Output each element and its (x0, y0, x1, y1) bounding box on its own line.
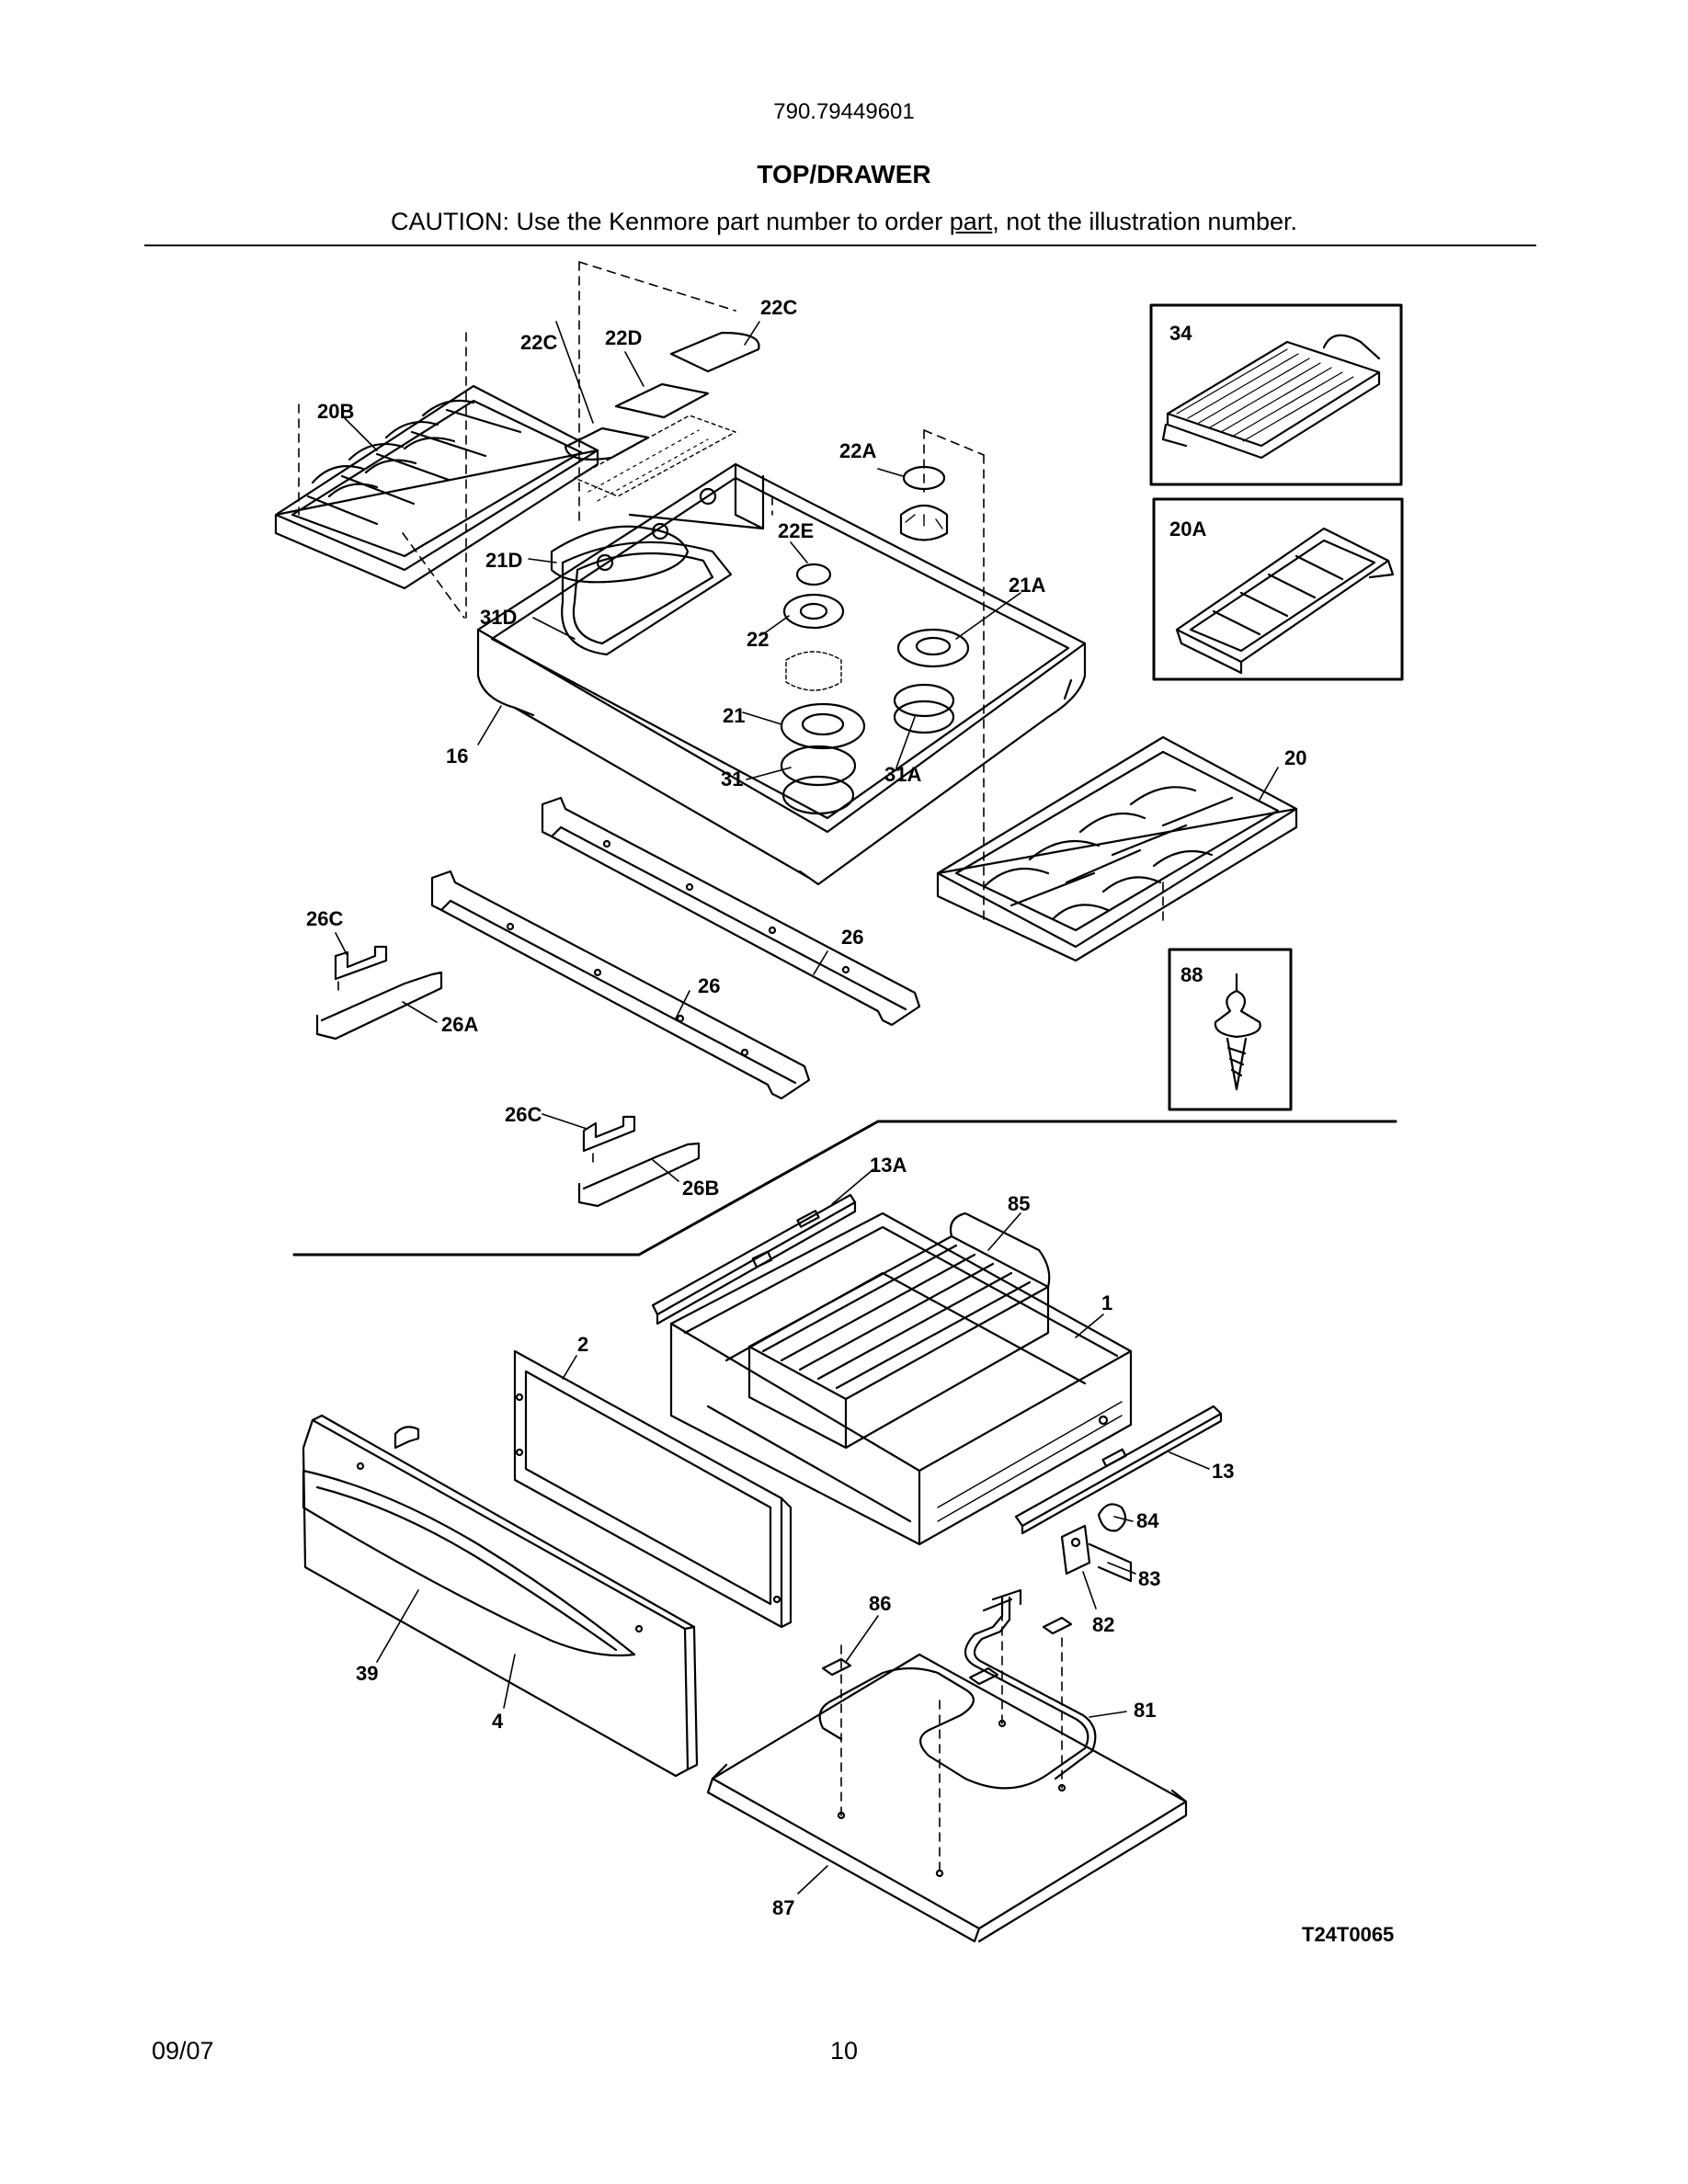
callout-81: 81 (1134, 1699, 1156, 1722)
drawer-front-4 (302, 1414, 699, 1778)
inset-box-88-bolt (1168, 948, 1293, 1111)
alignment-dashed-lines (298, 261, 1164, 1874)
callout-22c-left: 22C (520, 331, 557, 354)
inset-box-20a-grate (1152, 497, 1404, 681)
callout-84: 84 (1136, 1509, 1159, 1532)
callout-20a: 20A (1169, 518, 1206, 540)
callout-13: 13 (1212, 1460, 1234, 1483)
callout-2: 2 (577, 1333, 588, 1356)
callout-26c-bottom: 26C (505, 1103, 542, 1126)
section-divider (292, 1120, 1397, 1257)
drawer-body-1 (669, 1211, 1133, 1546)
callout-22a: 22A (839, 439, 876, 462)
slide-rail-13 (1014, 1405, 1223, 1535)
callout-13a: 13A (870, 1154, 907, 1177)
footer-page-number: 10 (829, 2037, 859, 2065)
drawer-panel-2 (513, 1349, 793, 1629)
callout-26a: 26A (441, 1013, 478, 1036)
drawing-code: T24T0065 (1302, 1923, 1394, 1946)
callout-88: 88 (1180, 963, 1203, 986)
callout-39: 39 (356, 1662, 378, 1685)
callout-86: 86 (869, 1592, 891, 1615)
grate-20 (936, 735, 1298, 962)
inset-box-34-griddle (1149, 303, 1403, 486)
model-number: 790.79449601 (773, 99, 915, 124)
rail-26-lower (430, 870, 811, 1100)
footer-date: 09/07 (152, 2037, 214, 2065)
caution-text-after: , not the illustration number. (992, 208, 1297, 235)
clips-86 (821, 1616, 1073, 1686)
callout-22e: 22E (778, 519, 814, 542)
callout-26b: 26B (682, 1177, 719, 1200)
callout-leaders (335, 321, 1279, 1894)
callout-21a: 21A (1009, 574, 1045, 597)
callout-labels: 22C 22C 22D 20B 22A 22E 21D 31D 22 21A 2… (306, 296, 1394, 1946)
callout-26-right: 26 (841, 926, 863, 949)
slide-rail-13a (651, 1193, 857, 1325)
callout-85: 85 (1008, 1192, 1030, 1215)
callout-21: 21 (723, 704, 745, 727)
callout-22d: 22D (605, 326, 642, 349)
rack-85 (747, 1211, 1051, 1450)
callout-87: 87 (772, 1896, 794, 1919)
callout-22: 22 (747, 628, 769, 651)
callout-21d: 21D (485, 549, 522, 572)
callout-31d: 31D (480, 606, 517, 629)
caution-note: CAUTION: Use the Kenmore part number to … (0, 208, 1688, 236)
callout-34: 34 (1169, 322, 1192, 345)
callout-31: 31 (721, 768, 743, 791)
element-81 (818, 1588, 1097, 1790)
bottom-panel-87 (706, 1653, 1188, 1943)
callout-4: 4 (492, 1710, 504, 1733)
callout-26c-top: 26C (306, 907, 343, 930)
caution-text-underlined: part (949, 208, 993, 235)
callout-31a: 31A (884, 763, 921, 786)
header-rule (144, 245, 1536, 246)
callout-1: 1 (1101, 1291, 1112, 1314)
bracket-26c-26a (315, 945, 443, 1041)
callout-26-left: 26 (698, 974, 720, 997)
callout-83: 83 (1138, 1567, 1160, 1590)
burner-parts (564, 331, 970, 815)
callout-22c-top: 22C (760, 296, 797, 319)
cooktop-16 (476, 462, 1087, 886)
caution-text-before: CAUTION: Use the Kenmore part number to … (391, 208, 950, 235)
callout-16: 16 (446, 745, 468, 768)
rail-26-upper (541, 796, 921, 1027)
bracket-84-83-82 (1060, 1503, 1133, 1583)
bracket-26c-26b (577, 1115, 701, 1208)
section-title: TOP/DRAWER (757, 160, 931, 188)
callout-20: 20 (1284, 746, 1306, 769)
grate-20b (274, 384, 599, 590)
callout-82: 82 (1092, 1613, 1114, 1636)
callout-20b: 20B (317, 400, 354, 423)
